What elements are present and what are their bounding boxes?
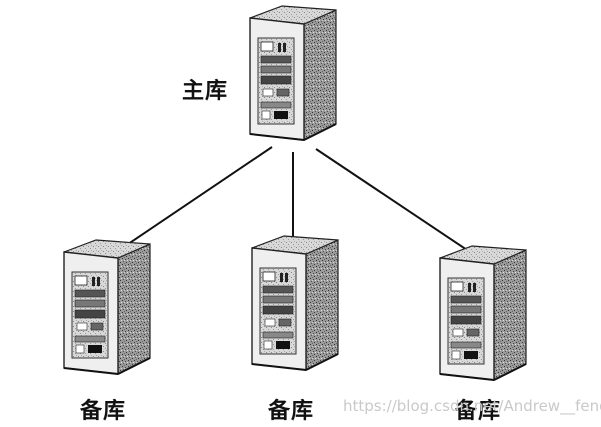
- replica-db-label-right: 备库: [455, 399, 502, 424]
- replica-db-label-left: 备库: [80, 399, 127, 424]
- replica-db-label-middle: 备库: [268, 399, 315, 424]
- replica-server-icon-right: [439, 245, 527, 381]
- primary-server-icon: [249, 5, 337, 141]
- replica-server-icon-left: [63, 239, 151, 375]
- primary-db-label: 主库: [182, 79, 229, 104]
- arrow-to-replica-right: [315, 148, 484, 262]
- arrow-to-replica-left: [104, 146, 273, 261]
- source-watermark: https://blog.csdn.net/Andrew__feng: [343, 397, 601, 415]
- replica-server-icon-middle: [251, 235, 339, 371]
